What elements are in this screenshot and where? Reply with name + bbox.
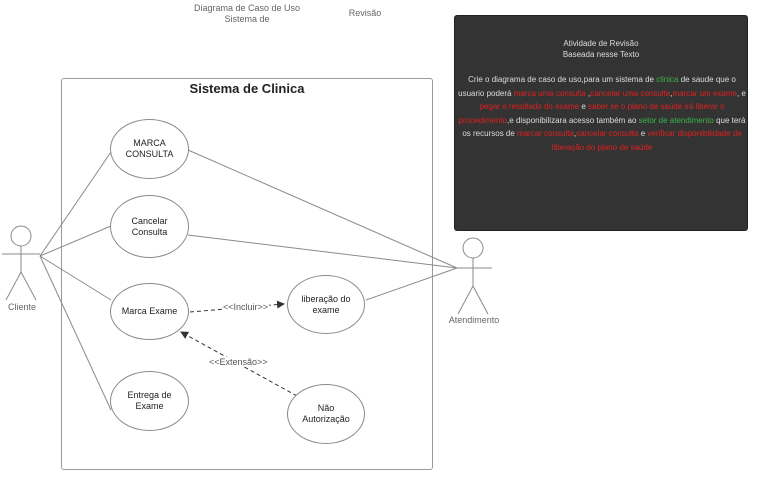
usecase-marca-consulta[interactable]: MARCA CONSULTA [110,119,189,179]
usecase-marca-exame-label: Marca Exame [121,306,178,316]
system-title: Sistema de Clinica [189,81,305,96]
note-title: Atividade de Revisão Baseada nesse Texto [455,38,747,60]
note-text-segment: marca uma consulta [513,88,586,98]
actor-atendimento-figure[interactable] [455,237,492,315]
note-text-segment: verificar disponibilidade de liberação d… [551,129,742,152]
assoc-cliente-entrega-exame[interactable] [39,255,112,411]
include-label: <<Incluir>> [222,302,270,312]
assoc-cliente-cancelar-consulta[interactable] [39,225,112,257]
extend-label: <<Extensão>> [208,357,269,367]
assoc-atendimento-marca-consulta[interactable] [187,149,458,269]
note-text-segment: , [573,129,577,138]
actor-atendimento-label: Atendimento [448,315,500,325]
usecase-cancelar-consulta[interactable]: Cancelar Consulta [110,195,189,258]
note-text-segment: marcar um exame [672,88,737,98]
diagram-title-line2: Sistema de [224,14,270,24]
note-text-segment: , [585,88,591,98]
note-text-segment: pegar o resultado do exame [479,102,580,111]
assoc-cliente-marca-consulta[interactable] [39,151,112,257]
note-text-segment: que terá os recursos de [462,115,746,139]
assoc-atendimento-liberacao[interactable] [365,267,458,301]
note-text-segment: e [638,129,648,138]
usecase-marca-exame[interactable]: Marca Exame [110,283,189,340]
revision-activity-note[interactable]: Atividade de Revisão Baseada nesse Texto… [454,15,748,231]
note-text-segment: , [670,88,673,98]
usecase-nao-autorizacao[interactable]: Não Autorização [287,384,365,444]
note-text-segment: cancelar consulta [576,129,639,138]
actor-cliente-figure[interactable] [2,225,40,301]
note-text-segment: cancelar uma consulta [590,88,671,98]
note-text-segment: de saude que o usuario poderá [458,75,736,98]
note-title-line2: Baseada nesse Texto [562,50,640,59]
usecase-liberacao-exame-label: liberação do exame [301,293,351,315]
note-text-segment: clinica [656,75,679,84]
diagram-title-line1: Diagrama de Caso de Uso [193,3,301,13]
note-body: Crie o diagrama de caso de uso,para um s… [457,73,747,154]
note-text-segment: saber se o plano de saúde irá liberar o … [458,102,725,125]
usecase-marca-consulta-label: MARCA CONSULTA [125,138,174,159]
assoc-cliente-marca-exame[interactable] [39,255,112,301]
usecase-entrega-exame-label: Entrega de Exame [127,390,172,411]
note-text-segment: marcar consulta [517,129,574,138]
note-text-segment: , e [736,88,746,98]
usecase-cancelar-consulta-label: Cancelar Consulta [131,215,168,237]
note-text-segment: Crie o diagrama de caso de uso,para um s… [468,75,657,84]
note-text-segment: e [579,102,588,111]
usecase-nao-autorizacao-label: Não Autorização [302,403,350,424]
diagram-title: Diagrama de Caso de Uso Sistema de [186,3,308,25]
usecase-entrega-exame[interactable]: Entrega de Exame [110,371,189,431]
note-text-segment: ,e disponibilizara acesso também ao [507,115,639,125]
assoc-atendimento-cancelar-consulta[interactable] [187,234,458,269]
note-text-segment: setor de atendimento [638,115,714,125]
note-title-line1: Atividade de Revisão [563,39,639,48]
actor-cliente-label: Cliente [7,302,36,312]
usecase-liberacao-exame[interactable]: liberação do exame [287,275,365,334]
system-boundary[interactable] [61,78,433,470]
revision-label: Revisão [348,8,382,18]
